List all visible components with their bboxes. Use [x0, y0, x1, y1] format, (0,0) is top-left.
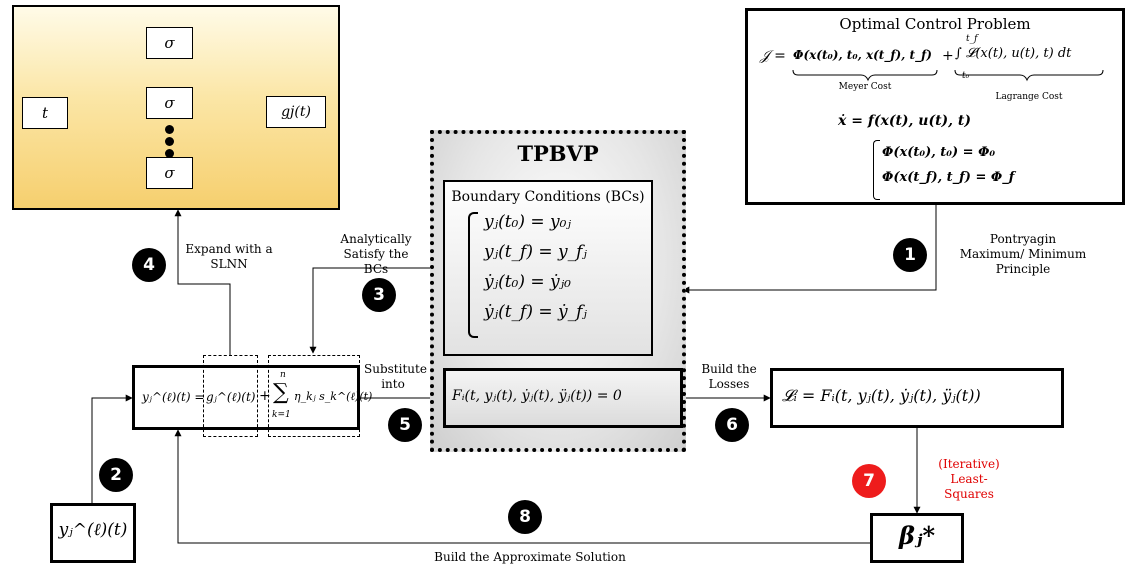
- arrow-step-2: [91, 394, 133, 503]
- ellipsis-dot: [165, 149, 174, 158]
- step-badge: 7: [852, 464, 886, 498]
- step-badge: 4: [132, 248, 166, 282]
- residual-equation: Fᵢ(t, yⱼ(t), ẏⱼ(t), ÿⱼ(t)) = 0: [452, 388, 622, 404]
- nn-input-node: t: [22, 97, 68, 129]
- nn-hidden-node: σ: [146, 157, 193, 189]
- ocp-dynamics: ẋ = f(x(t), u(t), t): [838, 113, 972, 129]
- step-label: Expand with a SLNN: [185, 242, 273, 271]
- sum-lower: k=1: [272, 410, 291, 420]
- ocp-meyer-label: Meyer Cost: [838, 82, 892, 92]
- step-badge: 8: [508, 500, 542, 534]
- bc-line: yⱼ(t_f) = y_fⱼ: [484, 242, 587, 262]
- bc-line: ẏⱼ(t₀) = ẏⱼ₀: [484, 272, 571, 292]
- step-label: Analytically Satisfy the BCs: [340, 232, 412, 276]
- loss-box: [770, 368, 1064, 428]
- optimal-control-problem-box: [745, 8, 1125, 205]
- ocp-cost-lhs: 𝒥 =: [760, 48, 786, 64]
- step-label: Substitute into: [364, 362, 427, 391]
- initial-solution-text: yⱼ^(ℓ)(t): [58, 520, 128, 540]
- boundary-conditions-box: [443, 180, 653, 356]
- expansion-box: [132, 365, 360, 430]
- ellipsis-dot: [165, 125, 174, 134]
- bc-line: ẏⱼ(t_f) = ẏ_fⱼ: [484, 302, 587, 322]
- ocp-underbraces: [792, 69, 1104, 82]
- step-label: Build the Losses: [701, 362, 757, 391]
- step-badge: 5: [388, 408, 422, 442]
- bc-brace: [468, 212, 478, 338]
- ocp-bc-initial: Φ(x(t₀), t₀) = Φ₀: [882, 145, 996, 160]
- step-badge: 2: [99, 458, 133, 492]
- beta-box: [870, 513, 964, 563]
- step-label: Build the Approximate Solution: [434, 550, 626, 564]
- step-badge: 1: [893, 238, 927, 272]
- bc-title: Boundary Conditions (BCs): [451, 189, 645, 205]
- expansion-plus: +: [259, 388, 271, 404]
- arrow-step-8: [174, 429, 870, 544]
- residual-box: [443, 368, 683, 428]
- ellipsis-dot: [165, 137, 174, 146]
- sum-upper: n: [280, 370, 286, 380]
- step-badge: 6: [715, 408, 749, 442]
- ocp-plus: +: [942, 48, 954, 64]
- ocp-bc-brace: [873, 140, 880, 200]
- expansion-g-term: gⱼ^(ℓ)(t): [206, 390, 256, 404]
- beta-text: βⱼ*: [898, 521, 935, 550]
- loss-equation: 𝓛ᵢ = Fᵢ(t, yⱼ(t), ẏⱼ(t), ÿⱼ(t)): [782, 386, 981, 405]
- expansion-sum-term: η_kⱼ s_k^(ℓ)(t): [294, 390, 373, 403]
- step-label: Pontryagin Maximum/ Minimum Principle: [959, 232, 1087, 276]
- ocp-bc-final: Φ(x(t_f), t_f) = Φ_f: [882, 170, 1015, 185]
- arrow-step-3: [309, 267, 445, 354]
- step-label: (Iterative) Least-Squares: [938, 457, 1000, 501]
- ocp-integral-lower: t₀: [962, 71, 970, 81]
- nn-hidden-node: σ: [146, 87, 193, 119]
- ocp-meyer-term: Φ(x(t₀), t₀, x(t_f), t_f): [793, 48, 932, 62]
- step-badge: 3: [362, 278, 396, 312]
- bc-line: yⱼ(t₀) = y₀ⱼ: [484, 212, 571, 232]
- sum-symbol: ∑: [273, 380, 289, 405]
- nn-output-node: gj(t): [266, 96, 326, 128]
- sum-term-highlight: [268, 355, 360, 437]
- ocp-lagrange-label: Lagrange Cost: [995, 92, 1063, 102]
- nn-hidden-node: σ: [146, 27, 193, 59]
- expansion-lhs: yⱼ^(ℓ)(t) =: [142, 390, 205, 404]
- arrow-step-4: [174, 209, 231, 355]
- arrow-step-1: [682, 205, 937, 294]
- g-term-highlight: [203, 355, 258, 437]
- ocp-integral-upper: t_f: [966, 34, 978, 44]
- tpbvp-title: TPBVP: [517, 141, 599, 166]
- ocp-title: Optimal Control Problem: [839, 15, 1031, 33]
- initial-solution-box: [50, 503, 136, 563]
- ocp-lagrange-term: ∫ 𝓛(x(t), u(t), t) dt: [955, 46, 1072, 61]
